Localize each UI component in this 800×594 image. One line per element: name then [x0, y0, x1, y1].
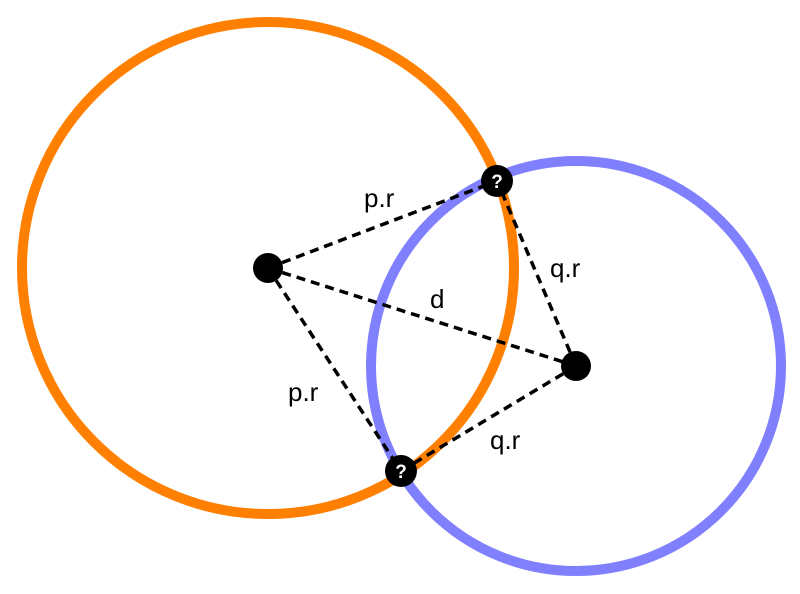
center-p	[253, 253, 283, 283]
intersection-bottom	[385, 455, 417, 487]
intersection-bottom-label: ?	[395, 462, 407, 483]
label-p-r-top: p.r	[364, 183, 395, 213]
segment-p-bottom	[266, 267, 403, 472]
intersection-top	[481, 165, 513, 197]
label-p-r-bottom: p.r	[288, 377, 319, 407]
intersection-top-label: ?	[491, 172, 503, 193]
label-q-r-top: q.r	[550, 253, 581, 283]
circle-p	[17, 17, 519, 519]
center-q	[561, 351, 591, 381]
segment-d	[267, 266, 577, 368]
segment-q-bottom	[400, 364, 577, 473]
segment-p-top	[267, 179, 498, 270]
segment-q-top	[495, 180, 578, 367]
label-q-r-bottom: q.r	[490, 425, 521, 455]
label-d: d	[430, 284, 444, 314]
circle-q	[366, 156, 786, 576]
